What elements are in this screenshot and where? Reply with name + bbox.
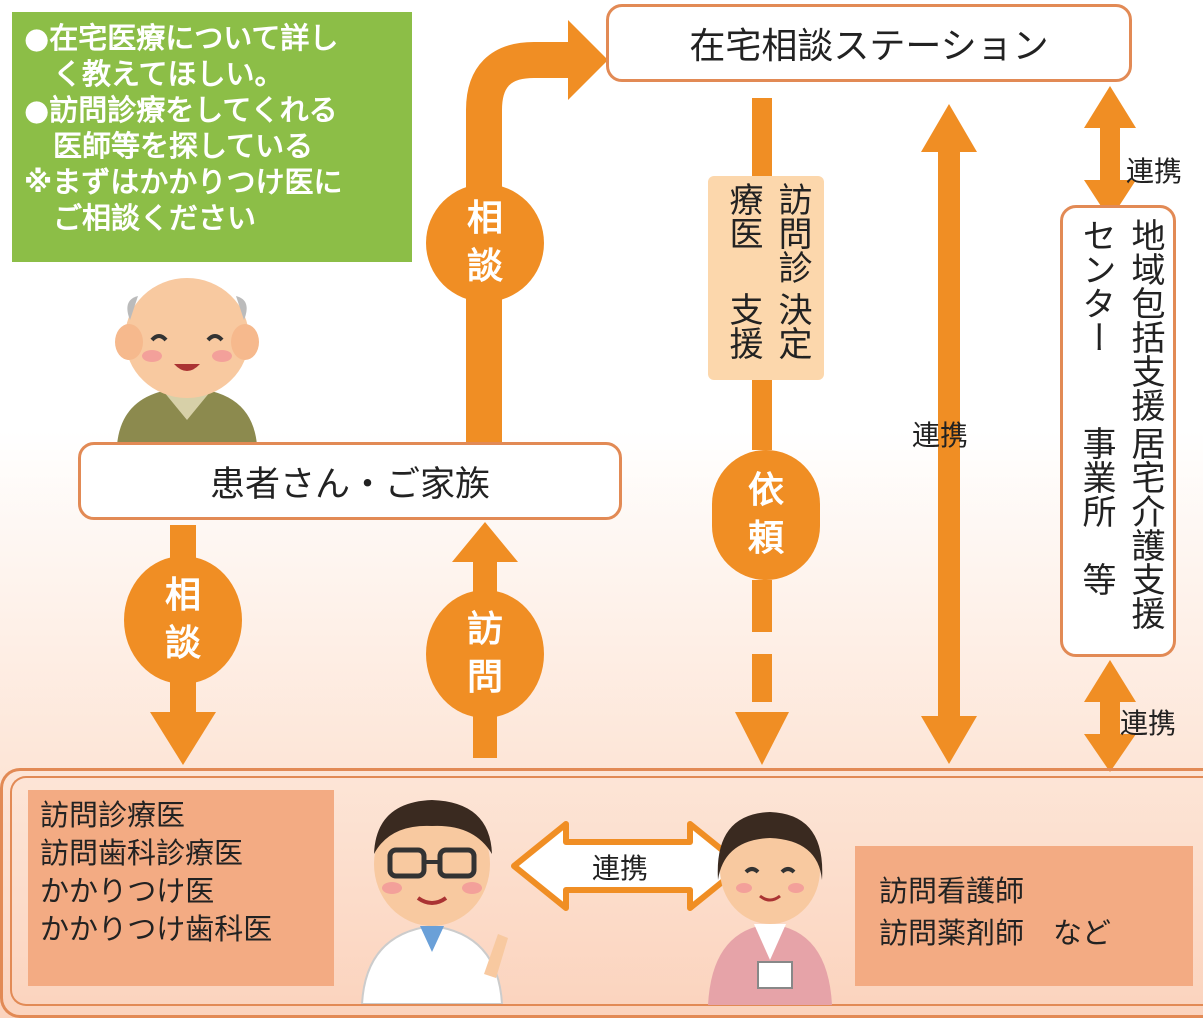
- decision-col1: 訪問診療医: [723, 182, 812, 284]
- guidance-note: ●在宅医療について詳し く教えてほしい。 ●訪問診療をしてくれる 医師等を探して…: [12, 12, 412, 262]
- consult-badge-left: 相 談: [124, 556, 242, 684]
- badge-char: 相: [164, 575, 201, 616]
- link-label-center-bottom: 連携: [1120, 707, 1177, 740]
- doctor-illustration: [360, 800, 508, 1004]
- patient-label: 患者さん・ご家族: [209, 464, 490, 505]
- badge-char: 問: [466, 657, 503, 698]
- providers-list-left: 訪問診療医 訪問歯科診療医 かかりつけ医 かかりつけ歯科医: [28, 790, 334, 986]
- arrow-request-head: [735, 712, 789, 765]
- badge-char: 依: [747, 470, 784, 511]
- request-badge: 依 頼: [712, 450, 820, 580]
- arrow-patient-to-station: [466, 42, 570, 445]
- note-line: 医師等を探している: [24, 129, 314, 163]
- badge-char: 談: [164, 623, 201, 664]
- community-center-box: 地域包括支援センター 居宅介護支援事業所 等: [1060, 205, 1176, 657]
- consult-badge-top: 相 談: [426, 184, 544, 302]
- station-label: 在宅相談ステーション: [689, 26, 1049, 67]
- arrow-visit-up-head: [452, 522, 518, 562]
- note-line: ご相談ください: [24, 201, 257, 235]
- badge-char: 談: [466, 246, 503, 287]
- decision-col2: 決定支援: [723, 292, 812, 360]
- provider-item: 訪問薬剤師 など: [879, 916, 1112, 950]
- badge-char: 頼: [747, 518, 784, 559]
- provider-item: 訪問診療医: [40, 798, 186, 832]
- patient-family-box: 患者さん・ご家族: [78, 442, 622, 520]
- provider-item: 訪問歯科診療医: [40, 836, 244, 870]
- provider-item: かかりつけ歯科医: [40, 912, 273, 946]
- providers-panel: [0, 768, 1203, 1018]
- provider-item: かかりつけ医: [40, 874, 215, 908]
- note-line: ●訪問診療をしてくれる: [24, 93, 338, 127]
- link-label-vertical: 連携: [912, 419, 969, 452]
- nurse-illustration: [708, 812, 832, 1005]
- providers-panel-inner: [10, 776, 1203, 1006]
- center-col2: 居宅介護支援事業所 等: [1076, 425, 1165, 630]
- badge-char: 訪: [466, 609, 503, 650]
- link-label-station-center: 連携: [1126, 155, 1183, 188]
- elderly-patient-illustration: [115, 278, 259, 445]
- decision-support-box: 訪問診療医 決定支援: [708, 176, 824, 380]
- arrow-patient-to-station-head: [568, 20, 608, 100]
- providers-list-right: 訪問看護師 訪問薬剤師 など: [855, 846, 1193, 986]
- arrow-consult-down-head: [150, 712, 216, 765]
- note-line: く教えてほしい。: [24, 57, 284, 91]
- center-col1: 地域包括支援センター: [1076, 218, 1165, 422]
- link-label-doctor-nurse: 連携: [592, 852, 649, 885]
- provider-item: 訪問看護師: [879, 874, 1025, 908]
- visit-badge: 訪 問: [426, 590, 544, 718]
- station-box: 在宅相談ステーション: [606, 4, 1132, 82]
- note-line: ●在宅医療について詳し: [24, 21, 339, 55]
- note-line: ※まずはかかりつけ医に: [24, 165, 343, 199]
- badge-char: 相: [466, 198, 503, 239]
